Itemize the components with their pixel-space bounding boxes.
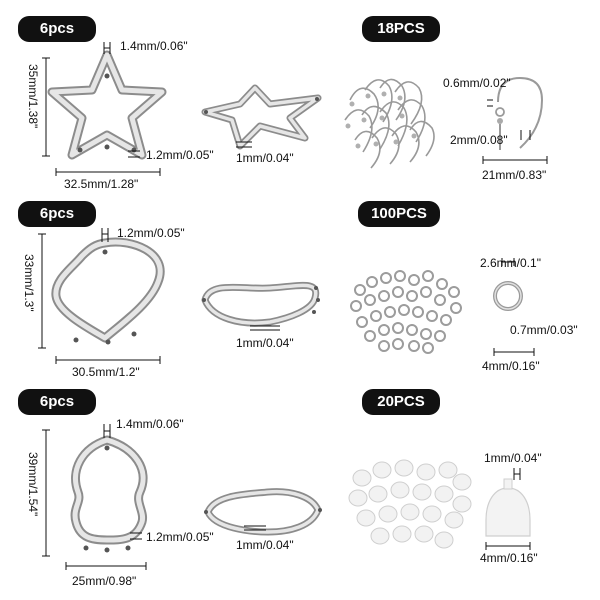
row3-nuts-quantity-badge: 20PCS xyxy=(362,389,440,415)
ring-width-dimension: 4mm/0.16" xyxy=(482,359,540,373)
hook-wire-dimension: 0.6mm/0.02" xyxy=(443,76,511,90)
ring-thickness-dimension: 0.7mm/0.03" xyxy=(510,323,578,337)
row1-thickness-dimension: 1.2mm/0.05" xyxy=(146,148,214,162)
row1-height-dimension: 35mm/1.38" xyxy=(26,64,40,129)
row2-rings-quantity-badge: 100PCS xyxy=(358,201,440,227)
earring-hooks-pile xyxy=(344,78,435,169)
row1-quantity-badge: 6pcs xyxy=(18,16,96,42)
row2-height-dimension: 33mm/1.3" xyxy=(22,254,36,312)
single-jump-ring xyxy=(493,281,523,311)
star-charm-side xyxy=(201,84,322,150)
heart-charm-side xyxy=(201,281,320,327)
star-charm-front xyxy=(47,50,167,160)
hook-loop-dimension: 2mm/0.08" xyxy=(450,133,508,147)
row3-height-dimension: 39mm/1.54" xyxy=(26,452,40,517)
row1-hooks-quantity-badge: 18PCS xyxy=(362,16,440,42)
row3-top-hole-dimension: 1.4mm/0.06" xyxy=(116,417,184,431)
row2-top-hole-dimension: 1.2mm/0.05" xyxy=(117,226,185,240)
nut-top-dimension: 1mm/0.04" xyxy=(484,451,542,465)
oval-charm-front xyxy=(70,435,148,553)
row1-top-hole-dimension: 1.4mm/0.06" xyxy=(120,39,188,53)
row1-width-dimension: 32.5mm/1.28" xyxy=(64,177,139,191)
single-earring-hook xyxy=(495,76,544,150)
row3-side-dimension: 1mm/0.04" xyxy=(236,538,294,552)
hook-width-dimension: 21mm/0.83" xyxy=(482,168,547,182)
row2-width-dimension: 30.5mm/1.2" xyxy=(72,365,140,379)
row3-thickness-dimension: 1.2mm/0.05" xyxy=(146,530,214,544)
ring-inner-dimension: 2.6mm/0.1" xyxy=(480,256,541,270)
row3-quantity-badge: 6pcs xyxy=(18,389,96,415)
ear-nuts-pile xyxy=(348,459,472,549)
row1-side-dimension: 1mm/0.04" xyxy=(236,151,294,165)
dimension-lines xyxy=(38,42,548,570)
heart-charm-front xyxy=(51,237,165,345)
row2-quantity-badge: 6pcs xyxy=(18,201,96,227)
row2-side-dimension: 1mm/0.04" xyxy=(236,336,294,350)
single-ear-nut xyxy=(485,478,531,537)
nut-width-dimension: 4mm/0.16" xyxy=(480,551,538,565)
row3-width-dimension: 25mm/0.98" xyxy=(72,574,137,588)
jump-rings-pile xyxy=(350,270,462,354)
